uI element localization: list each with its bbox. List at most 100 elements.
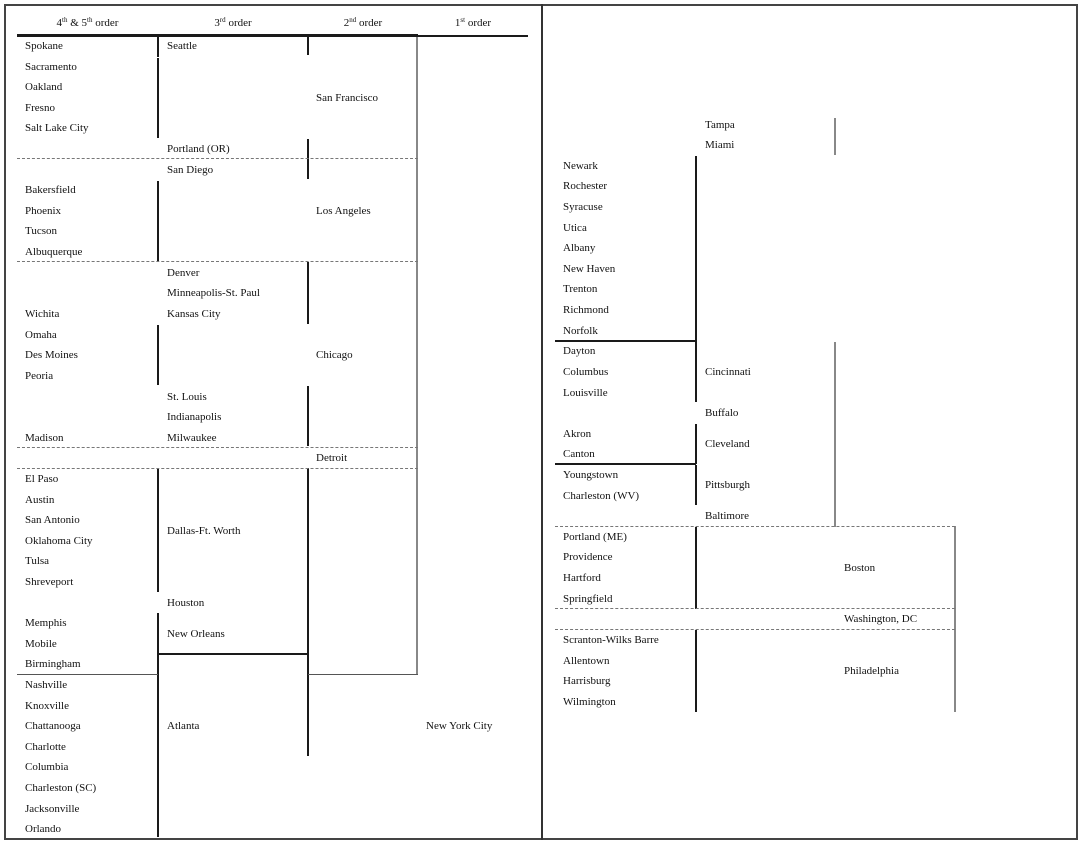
header-rule-thin <box>418 35 528 37</box>
city-order45: Memphis <box>25 617 67 629</box>
city-order2: Philadelphia <box>844 665 899 677</box>
city-order45: Salt Lake City <box>25 122 89 134</box>
city-order45: Trenton <box>563 283 598 295</box>
city-order45: Orlando <box>25 823 62 835</box>
city-order45: El Paso <box>25 473 59 485</box>
city-order3: Denver <box>167 267 200 279</box>
city-order3: Indianapolis <box>167 411 222 423</box>
city-order45: Columbia <box>25 761 69 773</box>
city-order45: Mobile <box>25 638 57 650</box>
city-order3: San Diego <box>167 164 214 176</box>
group-separator <box>555 340 696 342</box>
group-separator <box>308 674 418 675</box>
city-order3: Houston <box>167 597 205 609</box>
city-order45: Des Moines <box>25 349 78 361</box>
city-order45: Peoria <box>25 370 54 382</box>
city-order3: Tampa <box>705 119 735 131</box>
link-line <box>695 156 697 342</box>
city-order45: Utica <box>563 222 587 234</box>
city-order3: Pittsburgh <box>705 479 751 491</box>
city-order45: Allentown <box>563 655 610 667</box>
city-order45: Spokane <box>25 40 63 52</box>
city-order45: Rochester <box>563 180 607 192</box>
city-order45: Tucson <box>25 225 57 237</box>
city-order45: Fresno <box>25 102 55 114</box>
city-order45: New Haven <box>563 263 616 275</box>
group-separator <box>17 447 418 448</box>
group-separator <box>158 653 308 655</box>
group-separator <box>17 674 158 675</box>
city-order45: Richmond <box>563 304 609 316</box>
link-line <box>695 342 697 402</box>
link-line <box>307 262 309 324</box>
city-order45: Akron <box>563 428 592 440</box>
city-order45: Oakland <box>25 81 63 93</box>
group-separator <box>555 629 955 630</box>
city-order45: Louisville <box>563 387 608 399</box>
city-order3: Minneapolis-St. Paul <box>167 287 260 299</box>
city-order3: Buffalo <box>705 407 739 419</box>
city-order3: Baltimore <box>705 510 749 522</box>
city-order3: Milwaukee <box>167 432 217 444</box>
city-order45: Omaha <box>25 329 57 341</box>
group-separator <box>555 463 696 465</box>
link-line <box>157 613 159 837</box>
city-order45: Syracuse <box>563 201 603 213</box>
city-order2: Boston <box>844 562 876 574</box>
city-order45: Phoenix <box>25 205 62 217</box>
city-order45: Albuquerque <box>25 246 83 258</box>
city-order45: Tulsa <box>25 555 50 567</box>
link-line <box>834 118 836 155</box>
city-order45: Newark <box>563 160 598 172</box>
link-line <box>695 424 697 464</box>
city-order45: Birmingham <box>25 658 81 670</box>
header-order-4-5: 4th & 5th order <box>56 16 119 29</box>
city-order3: Cincinnati <box>705 366 751 378</box>
city-order45: Oklahoma City <box>25 535 93 547</box>
link-line <box>157 325 159 385</box>
group-separator <box>555 526 955 527</box>
link-line <box>157 181 159 261</box>
link-line <box>307 386 309 446</box>
city-order45: Bakersfield <box>25 184 76 196</box>
city-order45: Dayton <box>563 345 596 357</box>
city-order3: Portland (OR) <box>167 143 230 155</box>
city-order45: Hartford <box>563 572 601 584</box>
link-line <box>157 468 159 592</box>
link-line <box>307 139 309 179</box>
city-order45: Charlotte <box>25 741 66 753</box>
link-line <box>157 58 159 138</box>
city-order3: Seattle <box>167 40 197 52</box>
group-separator <box>17 468 418 469</box>
city-order2: Detroit <box>316 452 348 464</box>
header-rule-thick <box>17 34 418 37</box>
city-order3: Cleveland <box>705 438 750 450</box>
city-order45: San Antonio <box>25 514 80 526</box>
header-order-3: 3rd order <box>214 16 252 29</box>
city-order3: Kansas City <box>167 308 221 320</box>
city-order2: San Francisco <box>316 92 379 104</box>
city-order3: New Orleans <box>167 628 225 640</box>
city-order45: Harrisburg <box>563 675 611 687</box>
link-line <box>307 468 309 756</box>
city-order45: Providence <box>563 551 613 563</box>
city-order2: Washington, DC <box>844 613 918 625</box>
city-order45: Charleston (SC) <box>25 782 97 794</box>
city-order45: Nashville <box>25 679 68 691</box>
link-line <box>695 630 697 712</box>
city-order45: Springfield <box>563 593 613 605</box>
city-order45: Knoxville <box>25 700 69 712</box>
city-order45: Wilmington <box>563 696 616 708</box>
city-order2: Chicago <box>316 349 353 361</box>
link-line <box>157 37 159 57</box>
header-order-2: 2nd order <box>343 16 383 29</box>
link-line <box>695 465 697 505</box>
city-order3: Miami <box>705 139 735 151</box>
city-order3: Atlanta <box>167 720 200 732</box>
city-order45: Canton <box>563 448 595 460</box>
city-order45: Chattanooga <box>25 720 81 732</box>
header-order-1: 1st order <box>454 16 492 29</box>
city-order45: Albany <box>563 242 596 254</box>
link-line <box>695 527 697 609</box>
city-order45: Scranton-Wilks Barre <box>563 634 659 646</box>
